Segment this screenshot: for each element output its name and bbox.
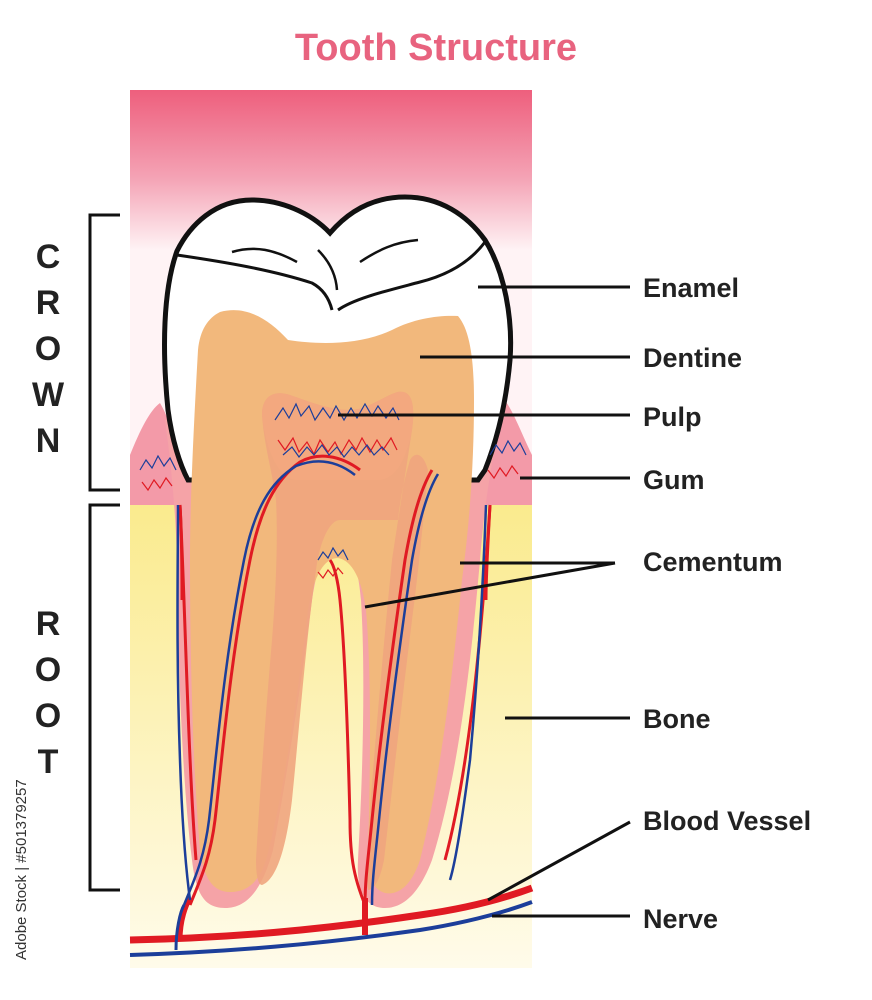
crown-letter: C (36, 238, 61, 276)
crown-section-label: C R O W N (32, 238, 65, 460)
gum-label: Gum (643, 465, 705, 495)
bone-label: Bone (643, 704, 711, 734)
root-letter: T (38, 743, 59, 781)
pulp-label: Pulp (643, 402, 702, 432)
capillary-network (139, 402, 527, 580)
cementum-leader-2 (364, 561, 616, 609)
blood-vessel-label: Blood Vessel (643, 806, 811, 836)
diagram-title: Tooth Structure (295, 27, 577, 69)
cementum-label: Cementum (643, 547, 783, 577)
watermark: Adobe Stock | #501379257 (13, 779, 30, 960)
nerve-label: Nerve (643, 904, 718, 934)
root-letter: R (36, 605, 61, 643)
crown-letter: R (36, 284, 61, 322)
root-letter: O (35, 651, 61, 689)
leader-lines (338, 285, 631, 918)
root-letter: O (35, 697, 61, 735)
blood-vessel (129, 454, 534, 944)
crown-letter: W (32, 376, 65, 414)
crown-letter: N (36, 422, 61, 460)
crown-bracket (88, 213, 120, 492)
dentine-label: Dentine (643, 343, 742, 373)
nerve (129, 460, 533, 957)
root-bracket (88, 503, 120, 892)
enamel-label: Enamel (643, 273, 739, 303)
crown-letter: O (35, 330, 61, 368)
root-section-label: R O O T (35, 605, 61, 781)
blood-vessel-leader (487, 820, 631, 902)
